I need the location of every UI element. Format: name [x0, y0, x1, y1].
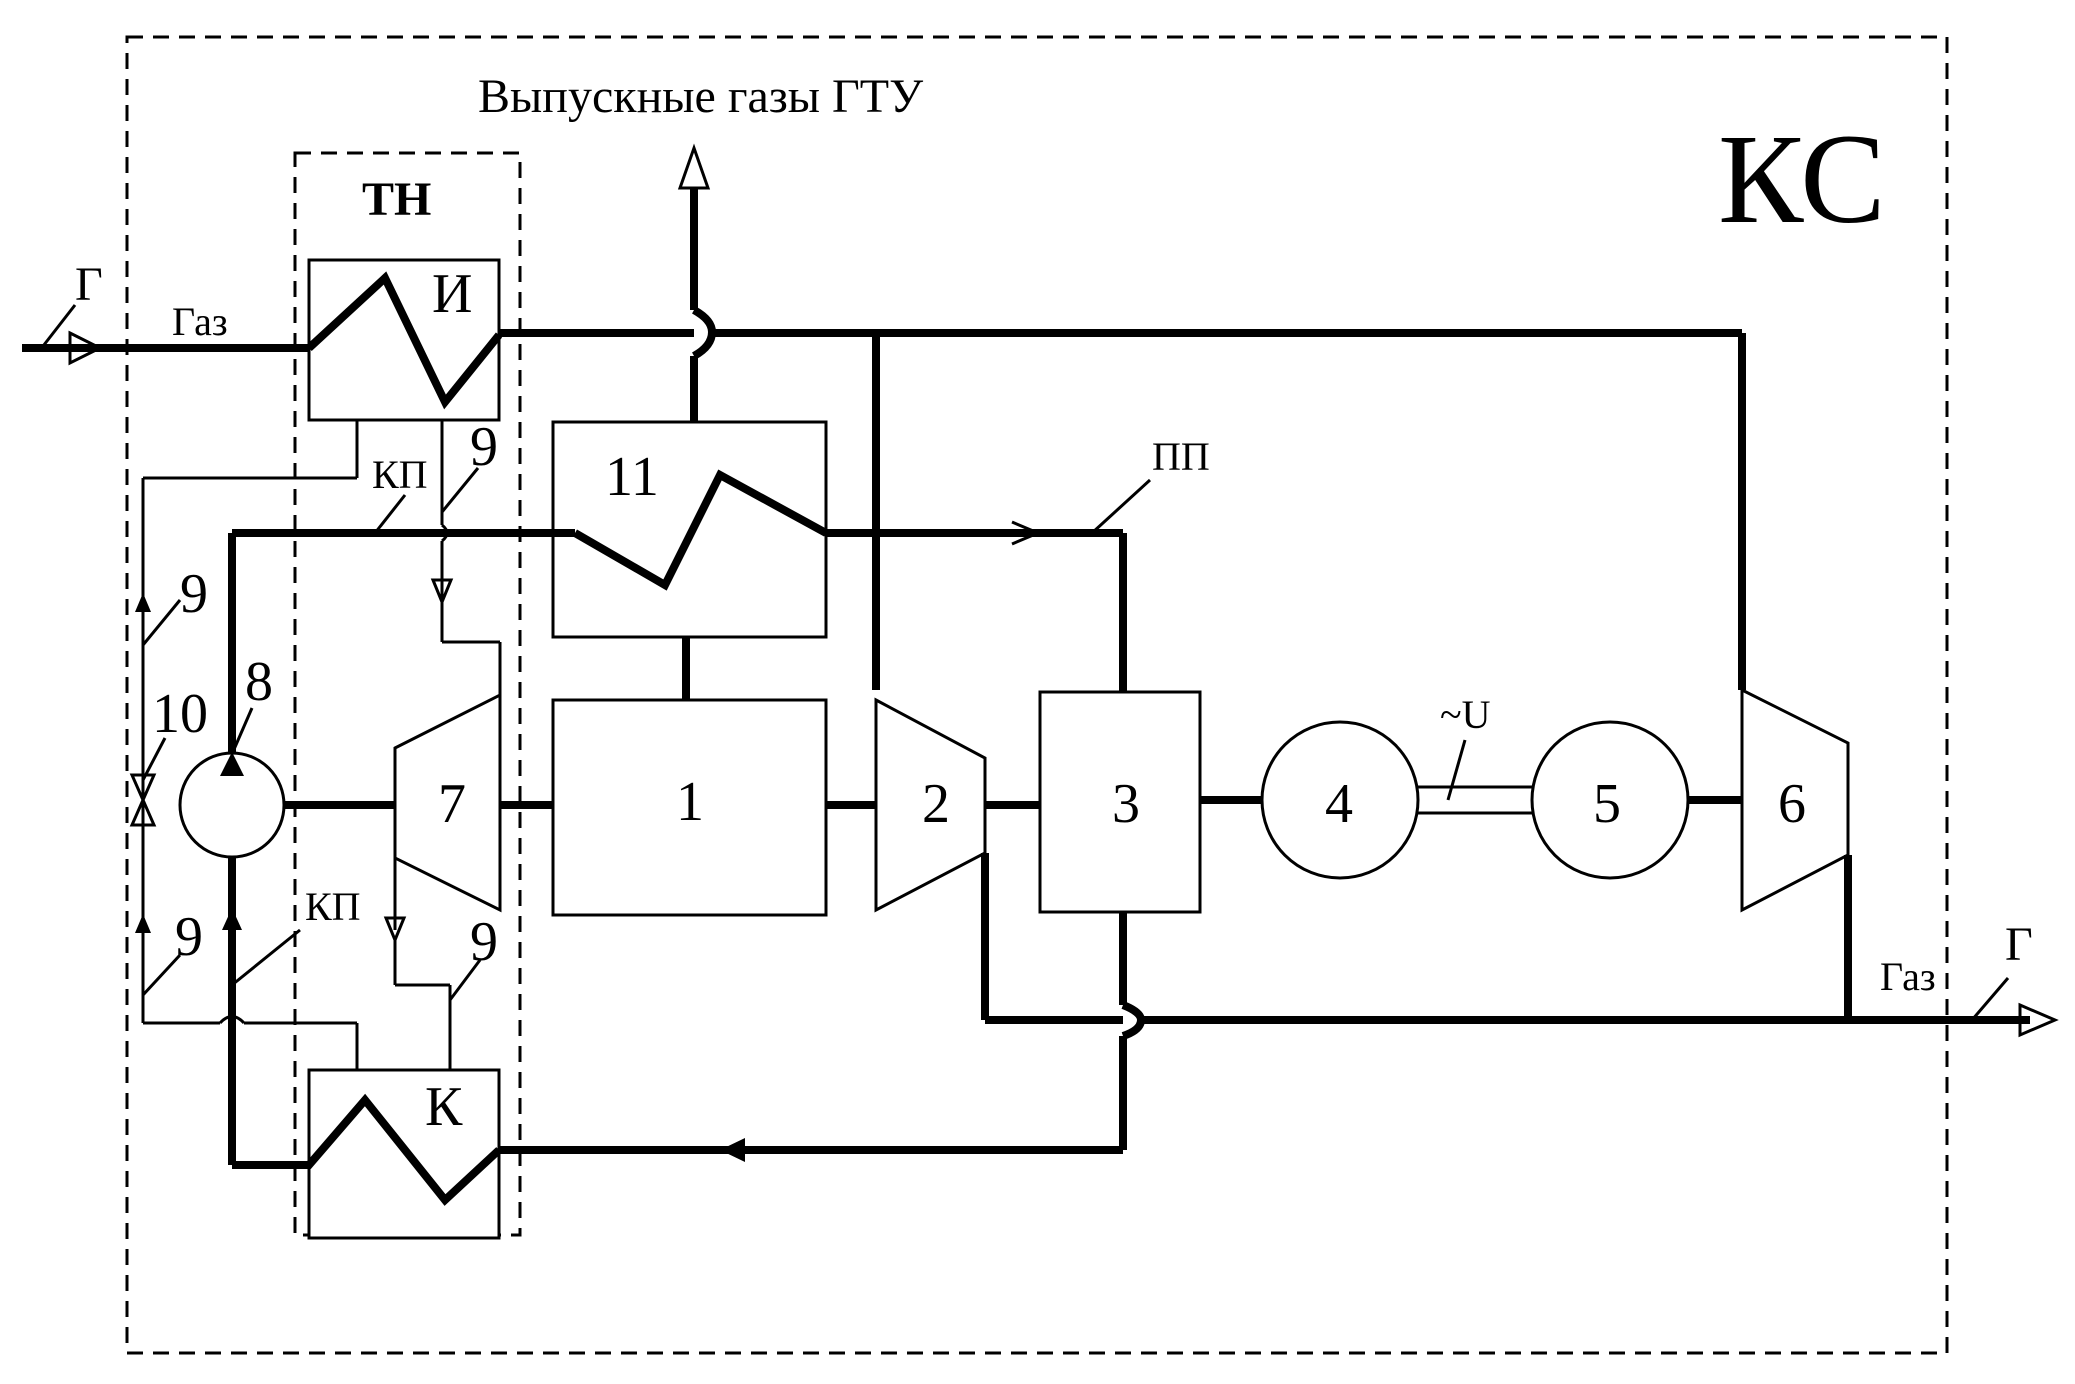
n9-b-label: 9 — [180, 563, 208, 625]
n9-d-label: 9 — [470, 911, 498, 973]
gas-out-label: Газ — [1880, 954, 1936, 999]
kp-top-label: КП — [372, 452, 428, 497]
gas-in-label: Газ — [172, 299, 228, 344]
unit-4-label: 4 — [1325, 773, 1353, 835]
exhaust-arrow — [680, 148, 708, 188]
kp-bottom-tag — [232, 930, 300, 985]
pp-label: ПП — [1152, 434, 1210, 479]
valve-10-label: 10 — [152, 683, 208, 745]
unit-7-label: 7 — [438, 773, 466, 835]
kp-top-tag — [375, 495, 405, 533]
n9-c-label: 9 — [175, 906, 203, 968]
unit-3-outlet-hop — [1123, 1005, 1141, 1036]
unit-5-label: 5 — [1593, 773, 1621, 835]
heat-pump-label: ТН — [362, 173, 431, 226]
gas-in-letter: Г — [75, 258, 103, 311]
unit-3-label: 3 — [1112, 773, 1140, 835]
voltage-tag — [1448, 740, 1465, 800]
line-9-up-arrow-b — [135, 914, 151, 933]
unit-8-label: 8 — [245, 651, 273, 713]
pp-tag — [1092, 480, 1150, 533]
exhaust-label: Выпускные газы ГТУ — [478, 70, 923, 123]
unit-6-label: 6 — [1778, 773, 1806, 835]
voltage-label: ~U — [1440, 692, 1491, 737]
station-label: КС — [1718, 108, 1886, 250]
evaporator-label: И — [432, 263, 472, 325]
pump-inlet-arrow — [222, 908, 242, 930]
gas-out-letter: Г — [2005, 918, 2033, 971]
line-9-up-arrow-a — [135, 593, 151, 612]
n9-a-label: 9 — [470, 416, 498, 478]
unit-1-label: 1 — [676, 771, 704, 833]
kp-bottom-label: КП — [305, 884, 361, 929]
unit-11-label: 11 — [605, 446, 659, 508]
condenser-label: К — [425, 1076, 463, 1138]
gas-out-tag — [1972, 978, 2008, 1020]
condenser-return-arrow — [720, 1138, 745, 1162]
exhaust-line-hop — [694, 310, 712, 356]
unit-2-label: 2 — [922, 773, 950, 835]
